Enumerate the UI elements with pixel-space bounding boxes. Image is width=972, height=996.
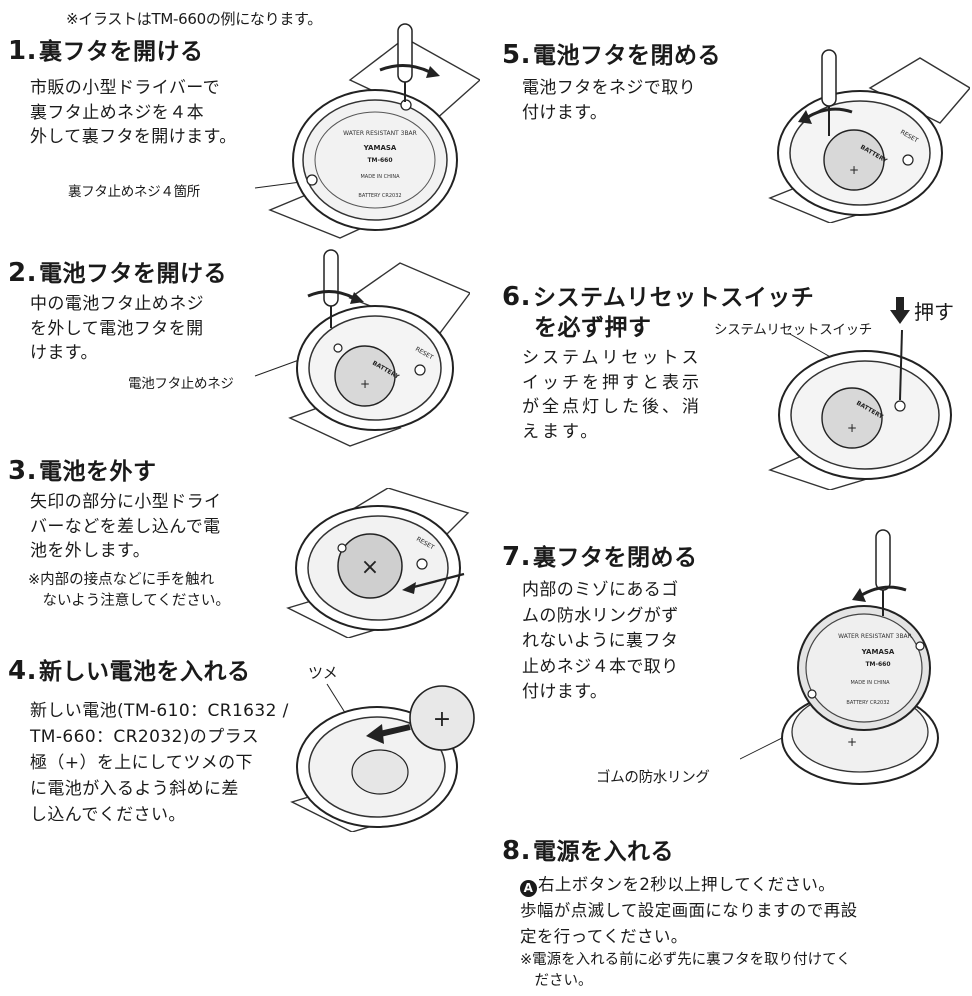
plus-mark-5: + [849,163,859,177]
down-arrow-icon [890,296,910,324]
plus-mark-2: + [360,377,370,391]
step-4-body: 新しい電池(TM-610：CR1632 / TM-660：CR2032)のプラス… [30,701,289,825]
step-3-title: 3.電池を外す [8,452,156,486]
button-a-badge: A [520,880,537,897]
case-made-in-text: MADE IN CHINA [360,174,400,180]
case-battery-cr-text: BATTERY CR2032 [358,193,401,199]
step-7-callout: ゴムの防水リング [596,770,710,786]
step-7-illustration: + WATER RESISTANT 3BAR YAMASA TM-660 MAD… [740,528,968,790]
step-7-number: 7. [502,542,531,572]
step-3-number: 3. [8,456,37,486]
step-6-body: システムリセットス イッチを押すと表示 が全点灯した後、消 えます。 [522,348,702,442]
step-5-title-text: 電池フタを閉める [532,43,721,69]
step-1-title-text: 裏フタを開ける [38,39,204,65]
step-6-press-label: 押す [890,296,954,325]
step-6-number: 6. [502,282,531,312]
step-2-number: 2. [8,258,37,288]
step-2-title: 2.電池フタを開ける [8,254,227,288]
step-3-note: ※内部の接点などに手を触れ ないよう注意してください。 [28,572,230,609]
case-water-resist-text: WATER RESISTANT 3BAR [343,130,417,137]
lid-brand-text: YAMASA [861,648,895,656]
step-1-illustration: WATER RESISTANT 3BAR YAMASA TM-660 MADE … [230,20,480,240]
step-7-title: 7.裏フタを閉める [502,538,697,572]
step-3-body: 矢印の部分に小型ドライ バーなどを差し込んで電 池を外します。 [30,492,222,561]
step-2-body: 中の電池フタ止めネジ を外して電池フタを開 けます。 [30,294,204,363]
step-6-callout: システムリセットスイッチ [714,322,872,338]
step-1-body: 市販の小型ドライバーで 裏フタ止めネジを４本 外して裏フタを開けます。 [30,78,237,147]
step-8-note: ※電源を入れる前に必ず先に裏フタを取り付けてく ださい。 [520,952,851,989]
step-4-title-text: 新しい電池を入れる [38,659,251,685]
lid-water-resist-text: WATER RESISTANT 3BAR [838,633,912,640]
step-1-callout: 裏フタ止めネジ４箇所 [68,184,200,200]
step-5-body: 電池フタをネジで取り 付けます。 [522,78,696,123]
step-8-body-rest: 歩幅が点滅して設定画面になりますので再設 定を行ってください。 [520,901,858,946]
step-8-body-line1-text: 右上ボタンを2秒以上押してください。 [538,875,836,894]
step-6-title: 6.システムリセットスイッチ [502,278,814,312]
lid-made-in-text: MADE IN CHINA [850,680,890,686]
step-8-title: 8.電源を入れる [502,832,674,866]
plus-mark-6: + [847,421,857,435]
step-5-title: 5.電池フタを閉める [502,36,721,70]
lid-model-text: TM-660 [865,661,890,668]
case-brand-text: YAMASA [363,144,397,152]
plus-mark-7: + [847,735,857,749]
step-2-callout: 電池フタ止めネジ [128,376,234,392]
step-1-number: 1. [8,36,37,66]
step-4-number: 4. [8,656,37,686]
step-8-number: 8. [502,836,531,866]
step-4-callout: ツメ [308,664,338,682]
new-battery-plus: + [433,707,451,732]
step-4-title: 4.新しい電池を入れる [8,652,250,686]
step-5-illustration: BATTERY + RESET [760,48,970,223]
step-2-title-text: 電池フタを開ける [38,261,227,287]
step-7-body: 内部のミゾにあるゴ ムの防水リングがず れないように裏フタ 止めネジ４本で取り … [522,580,679,702]
step-6-title-line2: を必ず押す [534,315,652,341]
press-text: 押す [914,300,954,324]
step-7-title-text: 裏フタを閉める [532,545,698,571]
step-6-illustration: BATTERY + [760,330,970,490]
step-4-illustration: + [282,682,482,832]
step-8-title-text: 電源を入れる [532,839,674,865]
step-6-title-line1: システムリセットスイッチ [532,285,815,311]
step-3-title-text: 電池を外す [38,459,157,485]
top-note: ※イラストはTM-660の例になります。 [66,10,322,28]
step-1-title: 1.裏フタを開ける [8,32,203,66]
step-3-illustration: × RESET [278,488,478,638]
lid-battery-cr-text: BATTERY CR2032 [846,700,889,706]
step-5-number: 5. [502,40,531,70]
step-2-illustration: BATTERY + RESET [250,248,470,448]
battery-cross-3: × [361,555,379,580]
case-model-text: TM-660 [367,157,392,164]
